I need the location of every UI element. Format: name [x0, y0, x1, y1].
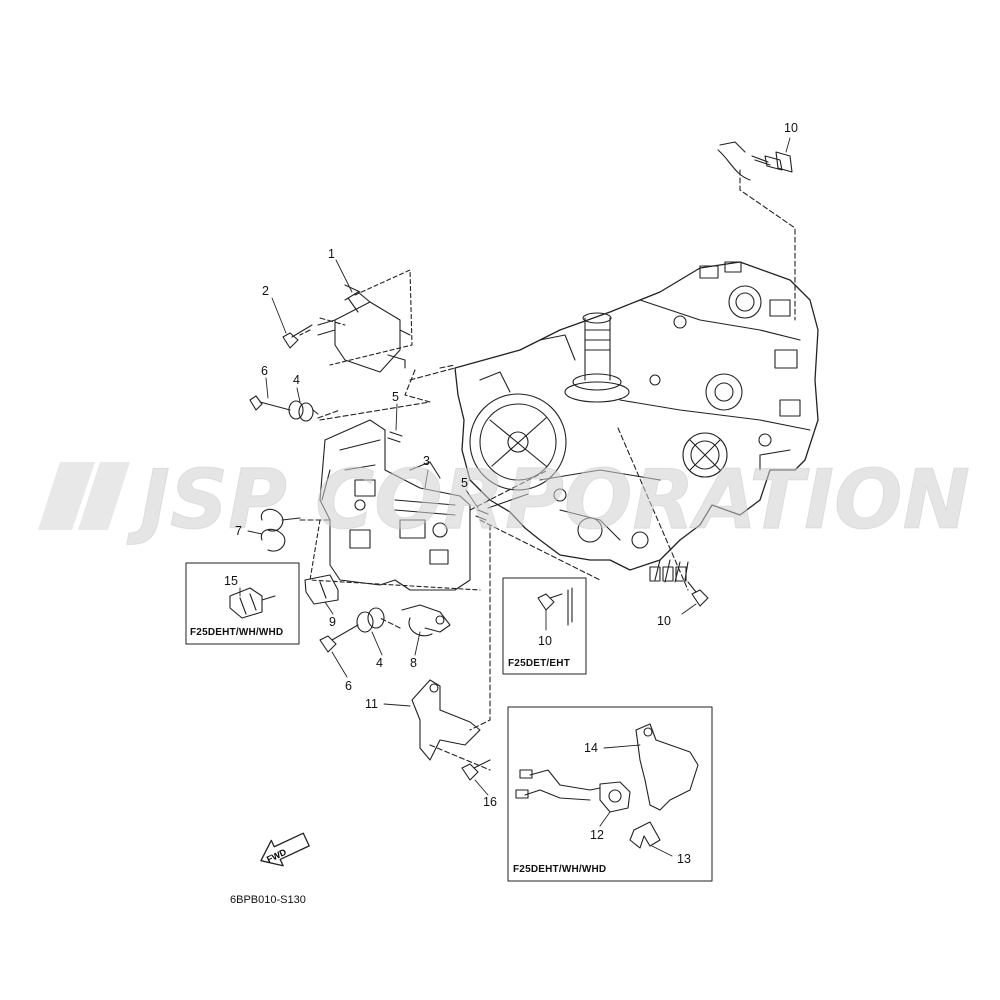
grommet-4-bottom: [356, 607, 385, 633]
callout-8: 8: [410, 656, 417, 670]
bracket-3: [319, 419, 471, 591]
callout-4-bottom: 4: [376, 656, 383, 670]
callout-15: 15: [224, 574, 238, 588]
callout-14: 14: [584, 741, 598, 755]
callout-6-top: 6: [261, 364, 268, 378]
callout-9: 9: [329, 615, 336, 629]
box-label-left: F25DEHT/WH/WHD: [190, 627, 284, 638]
callout-10-box: 10: [538, 634, 552, 648]
callout-leaders: [239, 137, 791, 857]
callout-2: 2: [262, 284, 269, 298]
callout-5-top: 5: [392, 390, 399, 404]
clip-7: [260, 508, 301, 552]
bracket-14: [635, 723, 699, 811]
callout-3: 3: [423, 454, 430, 468]
bolt-6-bottom: [319, 624, 359, 653]
part-15: [229, 587, 276, 619]
box-label-middle: F25DET/EHT: [508, 658, 571, 669]
bolt-10-right: [687, 581, 709, 607]
bolt-6-top: [249, 395, 291, 411]
ignition-coil: [317, 291, 411, 373]
callout-10-top: 10: [784, 121, 798, 135]
box-label-right: F25DEHT/WH/WHD: [513, 864, 607, 875]
leader-lines: [299, 169, 796, 771]
callout-6-bottom: 6: [345, 679, 352, 693]
clip-13: [629, 821, 661, 849]
bolt-2: [282, 324, 313, 349]
holder-9: [304, 574, 339, 605]
fwd-arrow: [260, 832, 310, 867]
clamp-8: [401, 604, 451, 637]
grommet-4-top: [288, 400, 319, 422]
callout-10-right: 10: [657, 614, 671, 628]
callout-16: 16: [483, 795, 497, 809]
bolt-16: [461, 759, 491, 781]
callout-7: 7: [235, 524, 242, 538]
callout-11: 11: [365, 697, 378, 711]
callout-5-right: 5: [461, 476, 468, 490]
switch-12: [515, 769, 631, 813]
callout-13: 13: [677, 852, 691, 866]
bolt-10-top: [751, 151, 793, 173]
bolt-10-box: [537, 587, 573, 626]
callout-4-top: 4: [293, 373, 300, 387]
callout-1: 1: [328, 247, 335, 261]
engine-block: [454, 261, 819, 583]
callout-12: 12: [590, 828, 604, 842]
bracket-11: [411, 679, 481, 761]
pin-5-right: [475, 509, 489, 521]
diagram-code: 6BPB010-S130: [230, 894, 306, 906]
pin-5-top: [387, 431, 403, 443]
